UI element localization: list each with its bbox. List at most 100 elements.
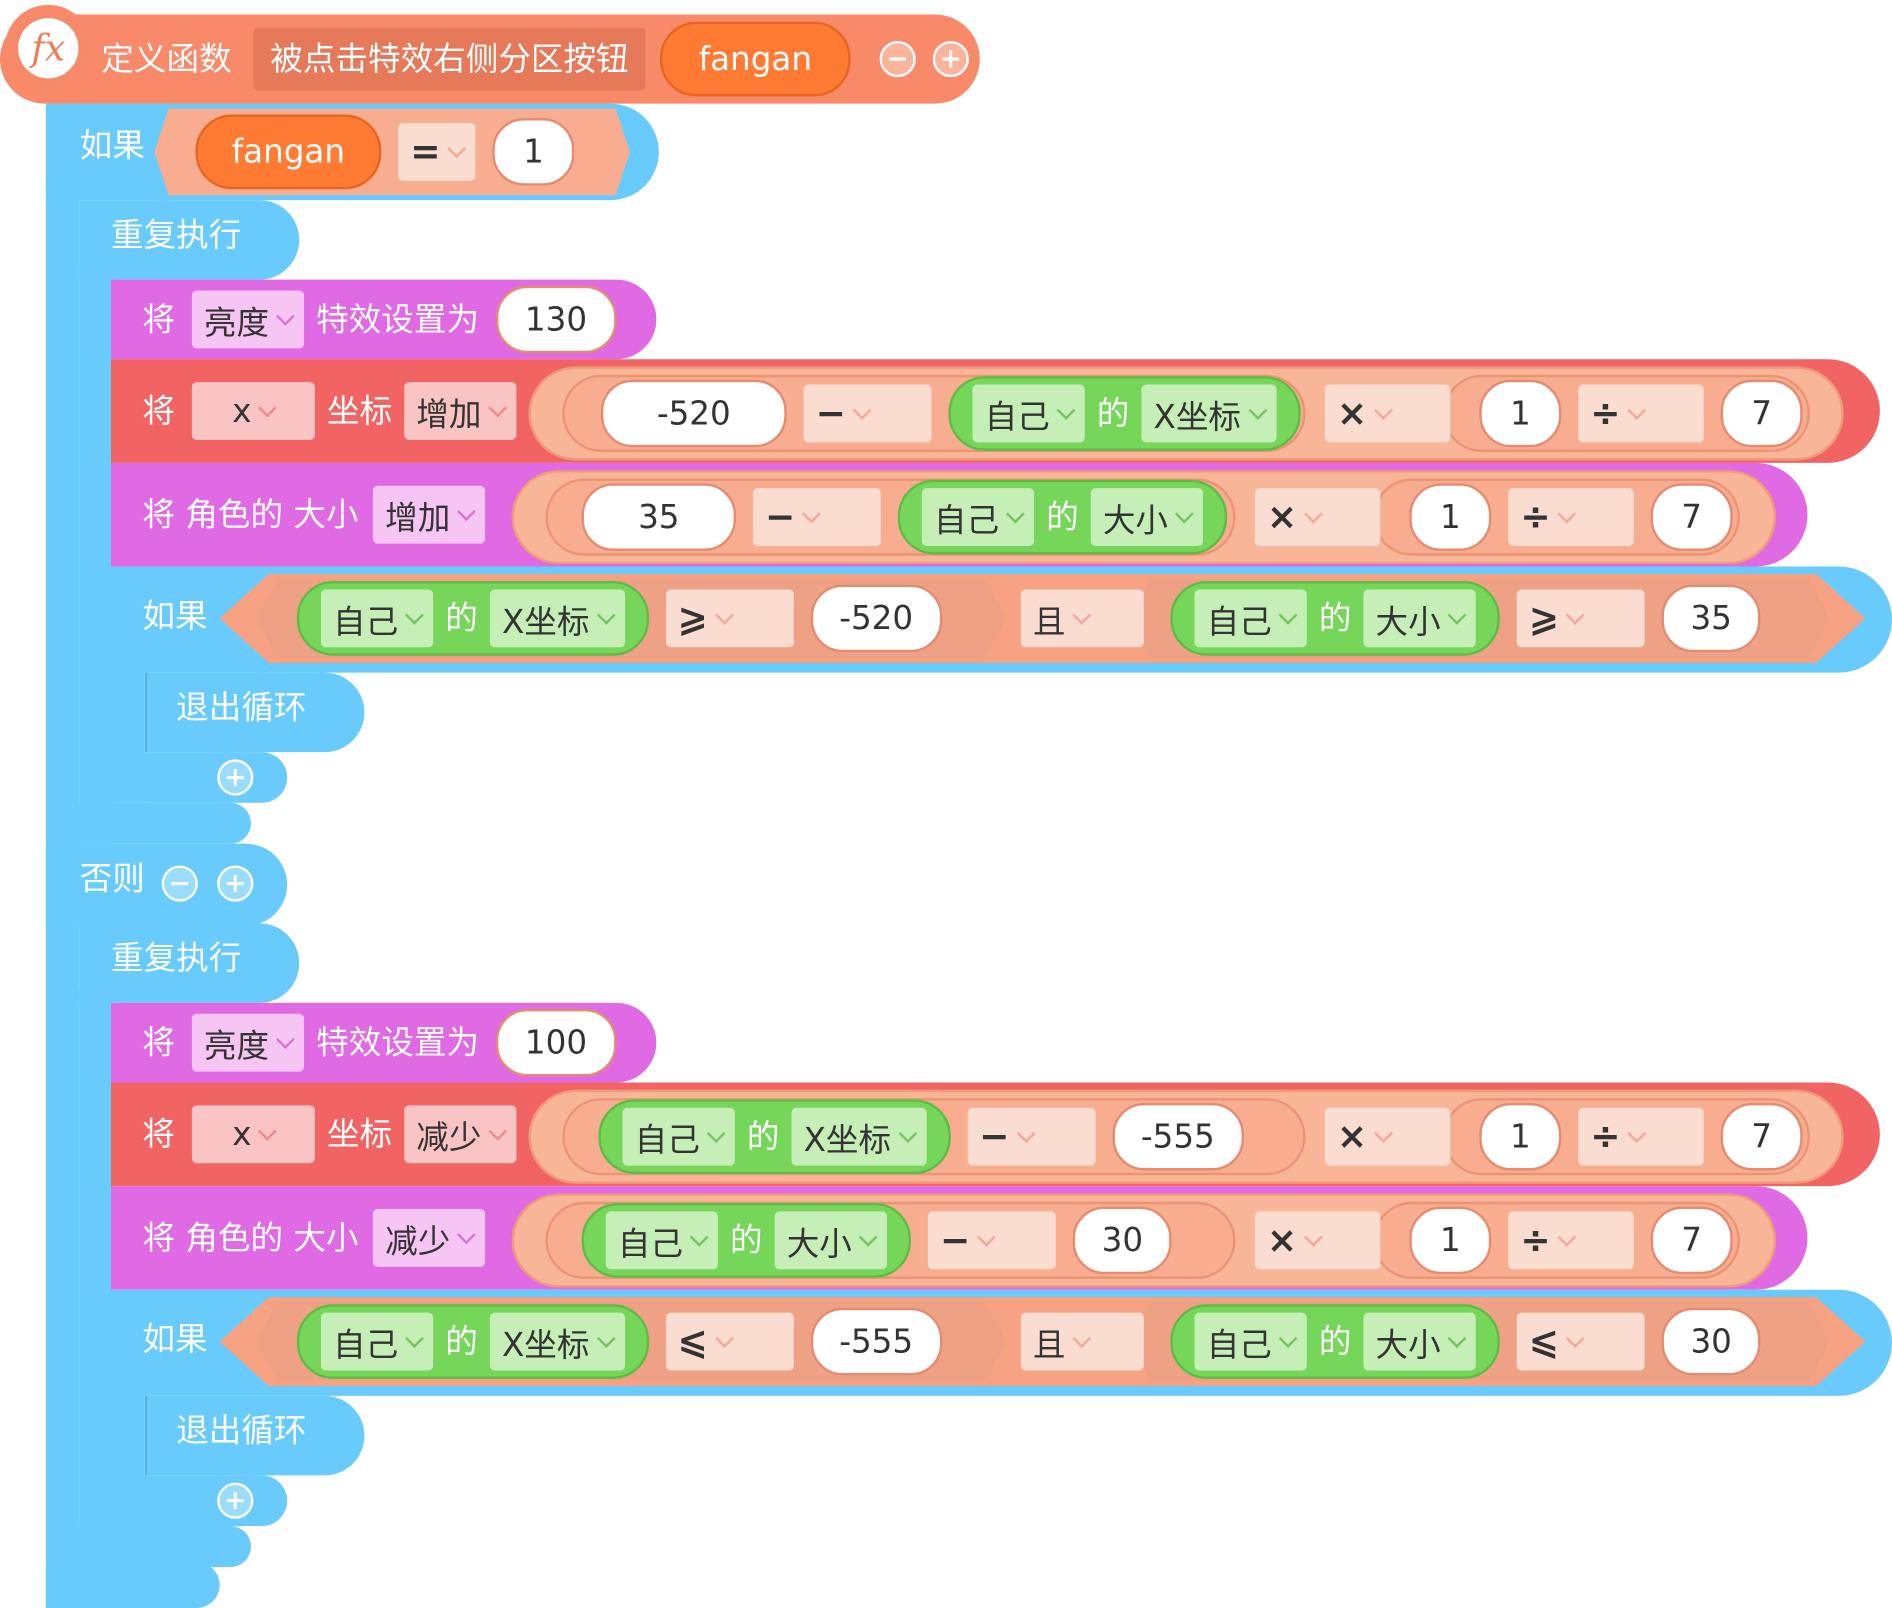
sensing-property-block[interactable]: 自己 的 大小 (581, 1202, 911, 1278)
chevron-down-icon (1627, 400, 1647, 420)
of-label: 的 (729, 1221, 763, 1260)
effect-dropdown[interactable]: 亮度 (191, 290, 305, 349)
property-dropdown[interactable]: X坐标 (1141, 384, 1276, 443)
sensing-property-block[interactable]: 自己 的 X坐标 (296, 1304, 649, 1379)
number-input[interactable]: 30 (1072, 1206, 1173, 1275)
target-dropdown[interactable]: 自己 (320, 1312, 434, 1371)
arith-operator-dropdown[interactable]: − (927, 1211, 1056, 1270)
compare-operator-dropdown[interactable]: ⩽ (1516, 1312, 1645, 1371)
number-input[interactable]: -520 (600, 379, 787, 448)
target-dropdown[interactable]: 自己 (622, 1107, 735, 1166)
number-input[interactable]: 1 (1479, 1102, 1562, 1171)
break-label: 退出循环 (176, 689, 307, 727)
number-input[interactable]: 7 (1650, 1206, 1733, 1275)
of-label: 的 (1096, 394, 1130, 433)
chevron-down-icon (1374, 400, 1393, 420)
repeat-spine (79, 988, 114, 1568)
target-dropdown[interactable]: 自己 (921, 488, 1035, 547)
property-dropdown[interactable]: X坐标 (489, 1312, 625, 1371)
property-dropdown[interactable]: 大小 (1090, 488, 1203, 547)
sensing-property-block[interactable]: 自己 的 X坐标 (296, 581, 649, 656)
chevron-down-icon (275, 306, 295, 326)
logic-operator-dropdown[interactable]: 且 (1020, 589, 1144, 648)
arith-operator-dropdown[interactable]: × (1254, 488, 1381, 547)
sensing-property-block[interactable]: 自己 的 大小 (1170, 1304, 1500, 1379)
number-input[interactable]: 1 (1409, 483, 1492, 551)
repeat-block[interactable] (79, 200, 300, 280)
chevron-down-icon (1072, 605, 1092, 625)
arith-operator-dropdown[interactable]: ÷ (1508, 488, 1634, 547)
change-mode-dropdown[interactable]: 减少 (404, 1105, 517, 1164)
property-dropdown[interactable]: 大小 (774, 1211, 887, 1270)
chevron-down-icon (1278, 605, 1298, 625)
change-mode-dropdown[interactable]: 增加 (404, 382, 517, 440)
of-label: 的 (746, 1118, 780, 1156)
target-dropdown[interactable]: 自己 (972, 384, 1085, 443)
if-end[interactable] (111, 1475, 288, 1527)
target-dropdown[interactable]: 自己 (1194, 1312, 1307, 1371)
add-branch-button[interactable]: + (217, 1482, 254, 1519)
arith-operator-dropdown[interactable]: − (967, 1107, 1095, 1166)
number-input[interactable]: 100 (495, 1008, 617, 1077)
sensing-property-block[interactable]: 自己 的 大小 (1170, 581, 1500, 656)
arith-operator-dropdown[interactable]: × (1254, 1211, 1381, 1270)
sensing-property-block[interactable]: 自己 的 大小 (897, 479, 1228, 555)
number-input[interactable]: 1 (492, 118, 575, 186)
add-branch-button[interactable]: + (217, 759, 254, 796)
number-input[interactable]: 35 (1661, 584, 1761, 653)
arith-operator-dropdown[interactable]: ÷ (1578, 1107, 1704, 1166)
break-loop-block[interactable] (144, 1395, 365, 1476)
number-input[interactable]: 7 (1650, 483, 1733, 551)
property-dropdown[interactable]: 大小 (1363, 589, 1476, 648)
sensing-property-block[interactable]: 自己 的 X坐标 (948, 376, 1301, 451)
arith-operator-dropdown[interactable]: ÷ (1578, 384, 1704, 443)
logic-operator-dropdown[interactable]: 且 (1020, 1312, 1144, 1371)
change-mode-dropdown[interactable]: 减少 (373, 1209, 486, 1267)
arith-operator-dropdown[interactable]: − (803, 384, 932, 443)
number-input[interactable]: 35 (581, 483, 737, 551)
arith-operator-dropdown[interactable]: − (752, 488, 881, 547)
number-input[interactable]: 1 (1409, 1206, 1492, 1275)
compare-operator-dropdown[interactable]: = (398, 122, 476, 181)
target-dropdown[interactable]: 自己 (1194, 589, 1307, 648)
change-mode-dropdown[interactable]: 增加 (373, 485, 486, 544)
break-loop-block[interactable] (144, 672, 365, 753)
number-input[interactable]: 7 (1720, 379, 1803, 448)
target-dropdown[interactable]: 自己 (320, 589, 434, 648)
param-fangan[interactable]: fangan (195, 114, 382, 190)
number-input[interactable]: 30 (1661, 1307, 1761, 1376)
axis-dropdown[interactable]: x (191, 382, 315, 440)
arith-operator-dropdown[interactable]: × (1324, 1107, 1451, 1166)
number-input[interactable]: 1 (1479, 379, 1562, 448)
remove-param-button[interactable]: − (879, 40, 916, 78)
if-end[interactable] (111, 752, 288, 803)
of-label: 的 (445, 599, 478, 638)
add-else-button[interactable]: + (217, 865, 254, 902)
number-input[interactable]: 7 (1720, 1102, 1803, 1171)
property-dropdown[interactable]: X坐标 (489, 589, 625, 648)
effect-dropdown[interactable]: 亮度 (191, 1013, 305, 1072)
compare-operator-dropdown[interactable]: ⩾ (1516, 589, 1645, 648)
arith-operator-dropdown[interactable]: × (1324, 384, 1451, 443)
param-fangan[interactable]: fangan (660, 21, 851, 97)
number-input[interactable]: -555 (1111, 1102, 1244, 1171)
property-dropdown[interactable]: X坐标 (791, 1107, 927, 1166)
compare-operator-dropdown[interactable]: ⩾ (665, 589, 794, 648)
number-input[interactable]: -520 (810, 584, 943, 653)
arith-operator-dropdown[interactable]: ÷ (1508, 1211, 1634, 1270)
remove-else-button[interactable]: − (161, 865, 198, 902)
chevron-down-icon (897, 1123, 917, 1143)
repeat-block[interactable] (79, 923, 300, 1003)
chevron-down-icon (1056, 400, 1076, 420)
compare-operator-dropdown[interactable]: ⩽ (665, 1312, 794, 1371)
function-name-field[interactable]: 被点击特效右侧分区按钮 (253, 27, 646, 91)
sensing-property-block[interactable]: 自己 的 X坐标 (598, 1099, 951, 1175)
else-label: 否则 (79, 860, 145, 899)
add-param-button[interactable]: + (932, 40, 969, 78)
number-input[interactable]: 130 (495, 285, 617, 354)
axis-dropdown[interactable]: x (191, 1105, 315, 1164)
target-dropdown[interactable]: 自己 (605, 1211, 718, 1270)
number-input[interactable]: -555 (810, 1307, 943, 1376)
set-effect-label: 特效设置为 (316, 300, 480, 339)
property-dropdown[interactable]: 大小 (1363, 1312, 1476, 1371)
